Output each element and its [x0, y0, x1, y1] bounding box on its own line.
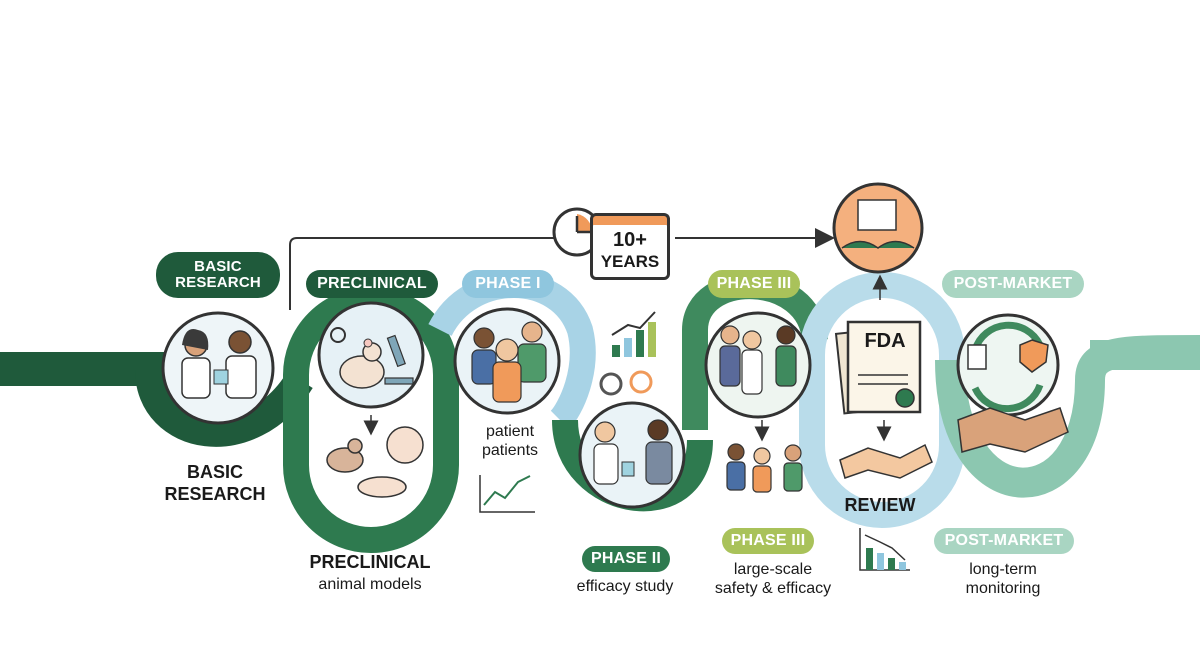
volunteers-icon: [726, 420, 803, 493]
line-chart-icon: [479, 475, 535, 513]
scientists-icon: [161, 311, 275, 425]
monitoring-icon: [956, 313, 1060, 417]
declining-chart-icon: [859, 528, 910, 571]
preclinical-title: PRECLINICAL: [309, 552, 431, 572]
post-market-tag: POST-MARKET: [942, 270, 1084, 298]
phase2-subtitle: efficacy study: [576, 578, 674, 595]
microscope-icon: [384, 334, 414, 385]
calendar-icon: [590, 213, 670, 225]
people-group-icon: [453, 307, 561, 415]
petri-dish-icon: [326, 415, 424, 498]
phase1-tag: PHASE I: [462, 270, 554, 298]
fda-label: FDA: [864, 330, 906, 352]
duration-unit: YEARS: [600, 252, 660, 271]
duration-calendar: 10+ YEARS: [590, 213, 670, 280]
preclinical-tag: PRECLINICAL: [306, 270, 438, 298]
phase1-subtitle: patient patients: [481, 423, 539, 460]
review-title: REVIEW: [844, 495, 916, 515]
post-market-subtitle: long-term monitoring: [965, 561, 1041, 598]
gears-icon: [599, 370, 653, 396]
phase3-tag: PHASE III: [708, 270, 800, 298]
partnership-icon: [957, 407, 1069, 453]
basic-research-tag: BASIC RESEARCH: [156, 252, 280, 298]
clinicians-icon: [578, 401, 686, 509]
basic-research-title: BASIC RESEARCH: [164, 462, 266, 504]
phase3-tag-lower: PHASE III: [722, 528, 814, 554]
clock-icon: [552, 207, 602, 257]
phase3-subtitle: large-scale safety & efficacy: [714, 561, 832, 598]
gear-icon: [330, 327, 346, 343]
approval-icon: [832, 182, 924, 274]
phase2-tag: PHASE II: [582, 546, 670, 572]
timeline-connector: [289, 237, 555, 310]
research-team-icon: [704, 311, 812, 419]
handshake-icon: [839, 443, 933, 479]
mouse-icon: [317, 301, 425, 409]
bar-chart-icon: [611, 311, 656, 357]
document-icon: [834, 320, 922, 415]
duration-value: 10+: [613, 229, 647, 251]
post-market-tag-lower: POST-MARKET: [934, 528, 1074, 554]
preclinical-subtitle: animal models: [318, 576, 422, 593]
